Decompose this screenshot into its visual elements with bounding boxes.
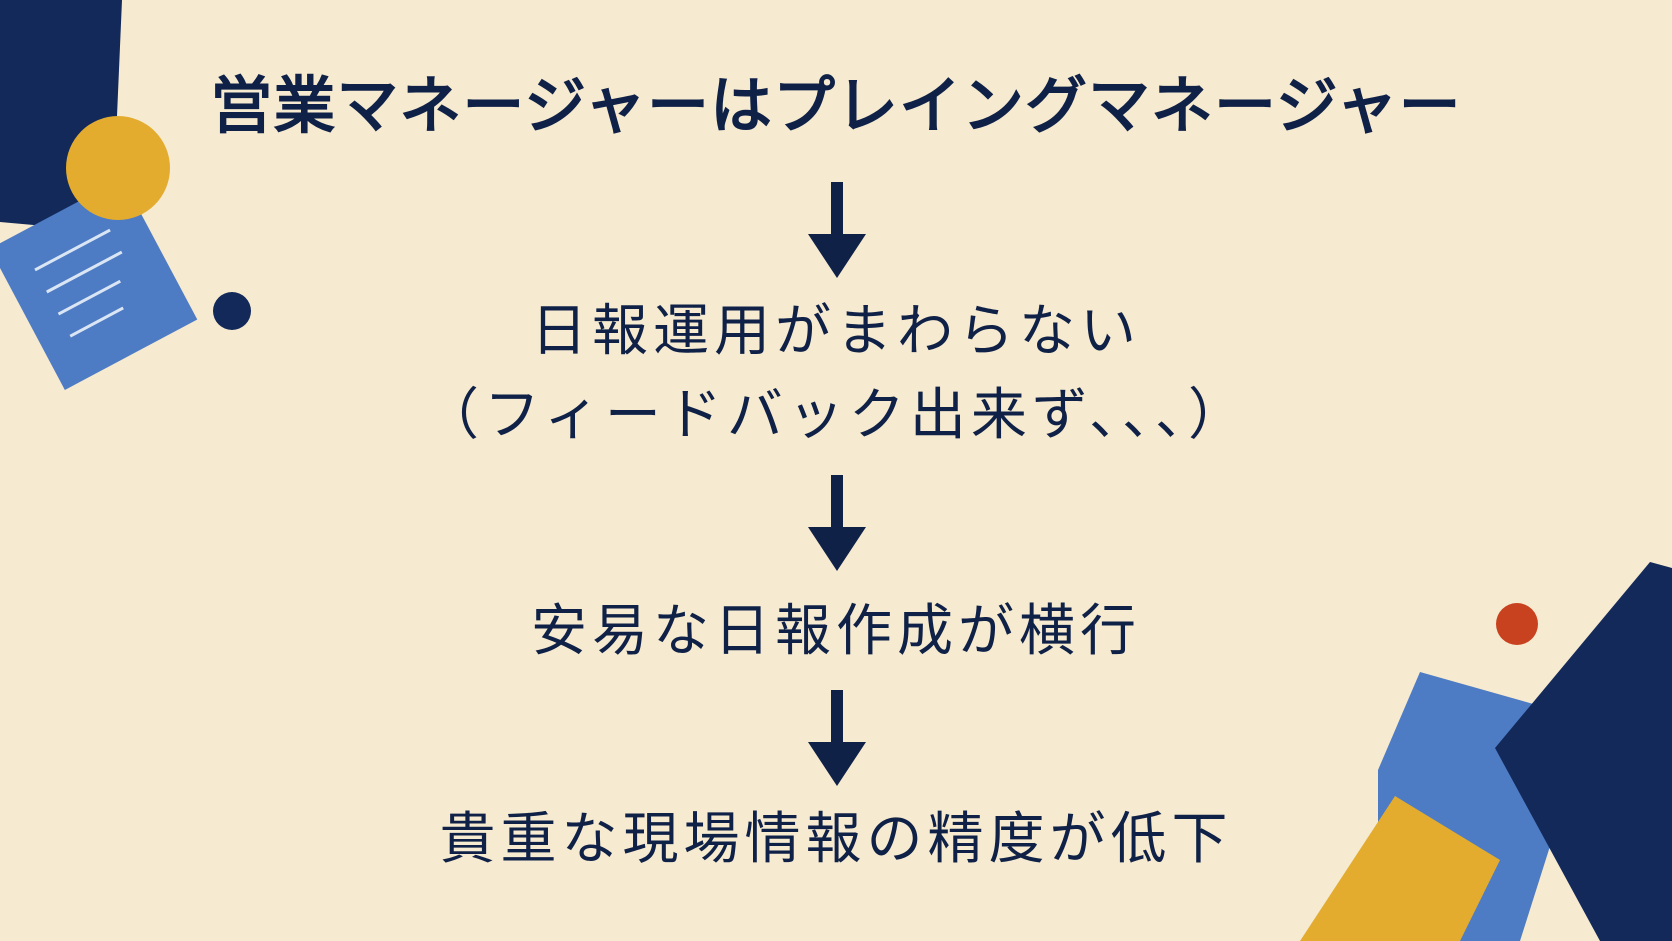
bottom-right-decoration	[1300, 562, 1672, 941]
arrow-down-icon	[808, 182, 866, 278]
top-left-decoration	[0, 0, 251, 390]
diagram-title: 営業マネージャーはプレイングマネージャー	[210, 69, 1462, 142]
navy-shape-right	[1495, 562, 1672, 941]
red-dot	[1496, 603, 1538, 645]
step-1-text: 日報運用がまわらない	[531, 299, 1141, 364]
mustard-circle	[66, 116, 170, 220]
arrow-down-icon	[808, 690, 866, 786]
step-3-text: 貴重な現場情報の精度が低下	[439, 807, 1233, 872]
arrow-down-icon	[808, 475, 866, 571]
navy-dot	[213, 292, 251, 330]
step-1-subtext: （フィードバック出来ず、、、）	[423, 383, 1249, 448]
step-2-text: 安易な日報作成が横行	[531, 599, 1141, 664]
note-icon	[0, 178, 198, 390]
mustard-shape	[1300, 796, 1500, 941]
